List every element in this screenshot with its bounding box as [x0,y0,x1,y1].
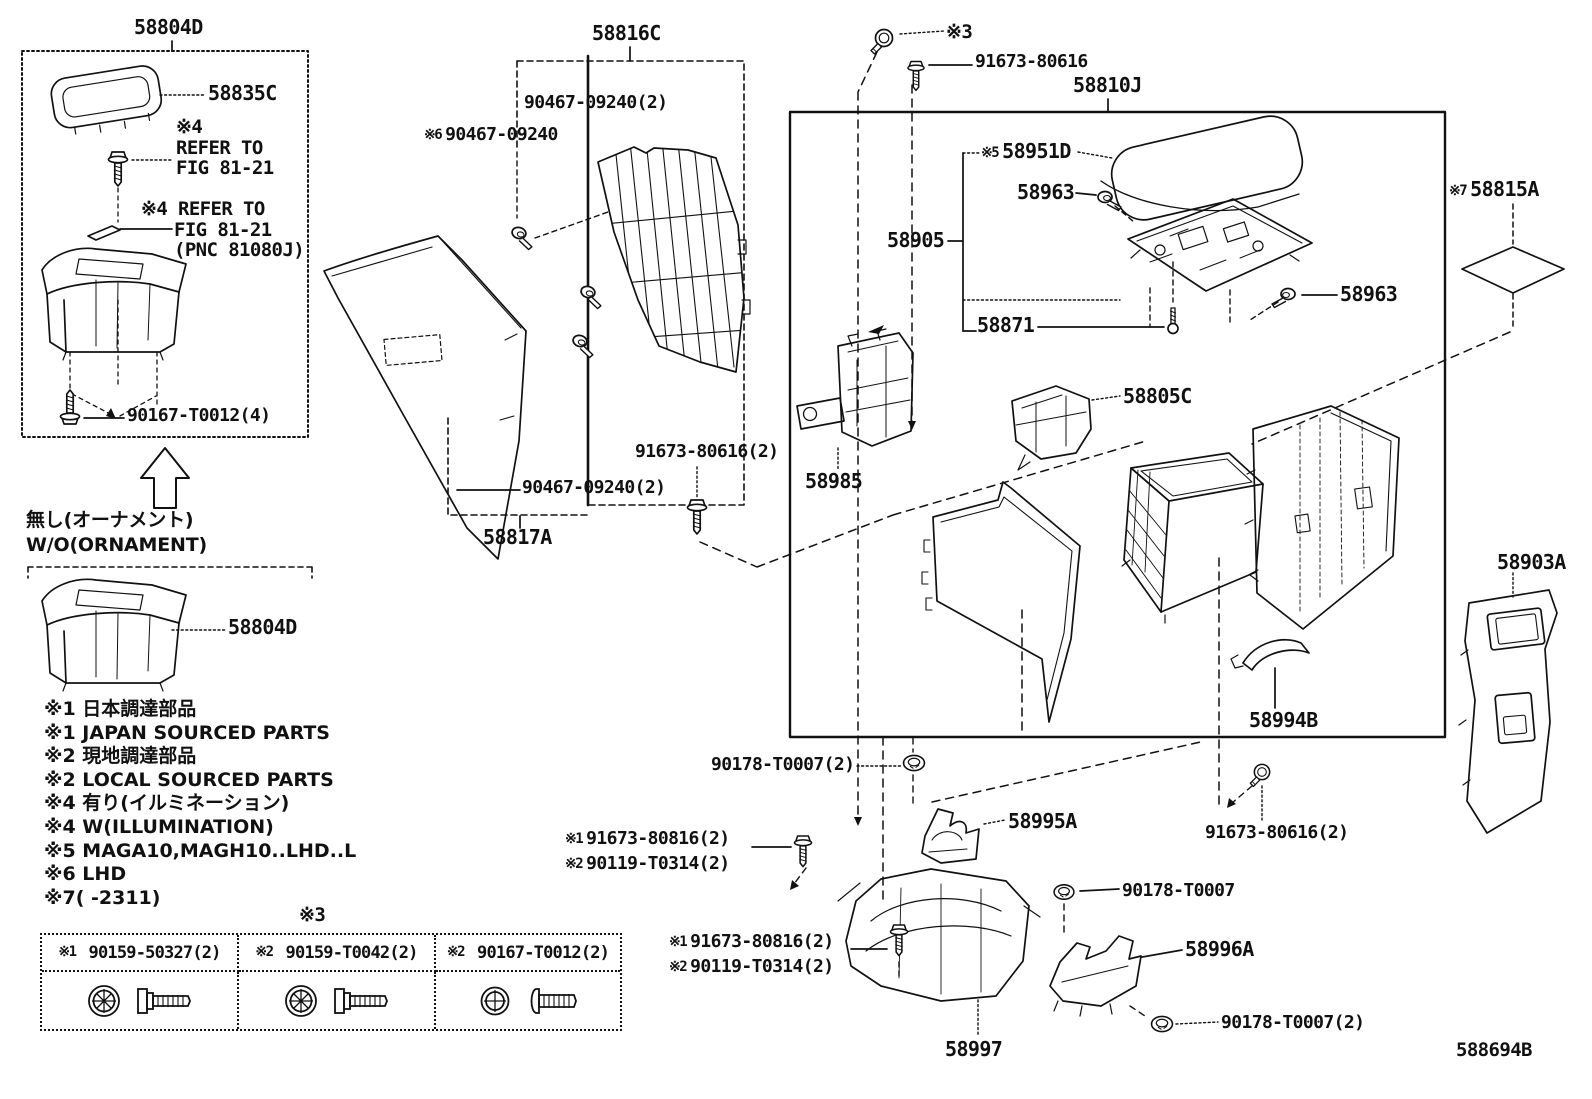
fastener-mark: ※1 [58,943,77,960]
label-58817a: 58817A [483,525,552,549]
label-58804d-wo: 58804D [228,615,297,639]
ref-note-line: FIG 81-21 [174,218,272,241]
ref-note-line: FIG 81-21 [176,157,274,180]
fastener-table-icons [239,972,436,1029]
ref-note-illumination: ※4 REFER TO FIG 81-21 [176,117,274,179]
label-58963-a: 58963 [1017,180,1075,204]
label-58805c: 58805C [1123,384,1192,408]
note-mark: ※2 [669,959,688,975]
ref-note-pnc: ※4 REFER TO FIG 81-21 (PNC 81080J) [141,198,305,262]
fastener-mark: ※2 [446,943,466,960]
note-mark: ※5 [981,145,1000,161]
drawing-code: 588694B [1456,1039,1532,1061]
label-58810j: 58810J [1073,73,1142,97]
label-58995a: 58995A [1008,809,1077,833]
note-mark: ※1 [565,831,584,847]
label-90467-09240-2-b: 90467-09240(2) [522,477,666,498]
part-number: 90119-T0314(2) [586,853,730,874]
note-line: ※2 LOCAL SOURCED PARTS [44,768,334,791]
label-58871: 58871 [977,313,1035,337]
fastener-part-number: 90159-50327(2) [88,942,222,963]
screw-head-icon [88,984,120,1017]
part-number: 90119-T0314(2) [690,956,834,977]
fastener-table: ※1 90159-50327(2) ※2 90159-T0042(2) ※2 9… [40,933,622,1031]
ref-note-line: (PNC 81080J) [174,239,305,262]
fastener-part-number: 90167-T0012(2) [477,942,610,963]
label-wo-ornament-en: W/O(ORNAMENT) [26,534,207,556]
label-mark-x3: ※3 [946,21,973,43]
screw-head-icon [480,986,509,1015]
label-58816c: 58816C [592,21,661,45]
fastener-table-header: ※2 90159-T0042(2) [239,935,436,972]
screw-side-icon [334,987,388,1014]
note-mark: ※2 [565,856,584,872]
fastener-part-number: 90159-T0042(2) [285,942,419,963]
label-91673-80616-2-a: 91673-80616(2) [635,441,779,462]
ref-note-mark: ※4 [176,116,203,138]
ref-note-line: REFER TO [176,136,263,159]
note-line: ※4 有り(イルミネーション) [44,792,290,815]
part-number: 58815A [1470,177,1539,201]
note-line: ※1 JAPAN SOURCED PARTS [44,721,330,744]
label-58985: 58985 [805,469,863,493]
fastener-table-mark: ※3 [299,904,326,926]
label-91673-80616-2-b: 91673-80616(2) [1205,822,1349,843]
label-58997: 58997 [945,1037,1003,1061]
screw-side-icon [137,987,191,1014]
label-58903a: 58903A [1497,550,1566,574]
label-90178-t0007: 90178-T0007 [1122,880,1235,901]
note-line: ※2 現地調達部品 [44,745,197,768]
note-mark: ※6 [424,127,443,143]
part-number: 91673-80816(2) [586,828,730,849]
screw-side-icon [530,987,577,1014]
note-line: ※7( -2311) [44,886,161,909]
fastener-table-header: ※2 90167-T0012(2) [436,935,620,972]
label-90178-t0007-2-b: 90178-T0007(2) [1221,1012,1365,1033]
label-58996a: 58996A [1185,937,1254,961]
legend-notes: ※1 日本調達部品 ※1 JAPAN SOURCED PARTS ※2 現地調達… [44,698,356,910]
fastener-mark: ※2 [255,943,274,960]
label-90467-09240-2-a: 90467-09240(2) [524,92,668,113]
note-line: ※1 日本調達部品 [44,698,197,720]
ref-note-line: ※4 REFER TO [141,198,265,220]
label-58994b: 58994B [1249,708,1318,732]
note-line: ※6 LHD [44,863,127,886]
note-line: ※5 MAGA10,MAGH10..LHD..L [44,839,357,862]
note-line: ※4 W(ILLUMINATION) [44,815,274,838]
note-mark: ※7 [1449,183,1468,199]
fastener-table-icons [42,972,239,1029]
label-91673-80616: 91673-80616 [975,51,1088,72]
label-90167-t0012-4: 90167-T0012(4) [127,405,271,426]
fastener-table-icons [436,972,620,1029]
note-mark: ※1 [669,934,688,950]
label-wo-ornament-jp: 無し(オーナメント) [26,509,194,531]
part-number: 90467-09240 [445,124,558,145]
screw-head-icon [285,984,317,1017]
label-58804d-title: 58804D [134,15,203,39]
label-58835c: 58835C [208,81,277,105]
label-90178-t0007-2-a: 90178-T0007(2) [711,754,855,775]
label-58963-b: 58963 [1340,282,1398,306]
part-number: 91673-80816(2) [690,931,834,952]
fastener-table-header: ※1 90159-50327(2) [42,935,239,972]
label-58905: 58905 [887,228,945,252]
part-number: 58951D [1002,139,1071,163]
